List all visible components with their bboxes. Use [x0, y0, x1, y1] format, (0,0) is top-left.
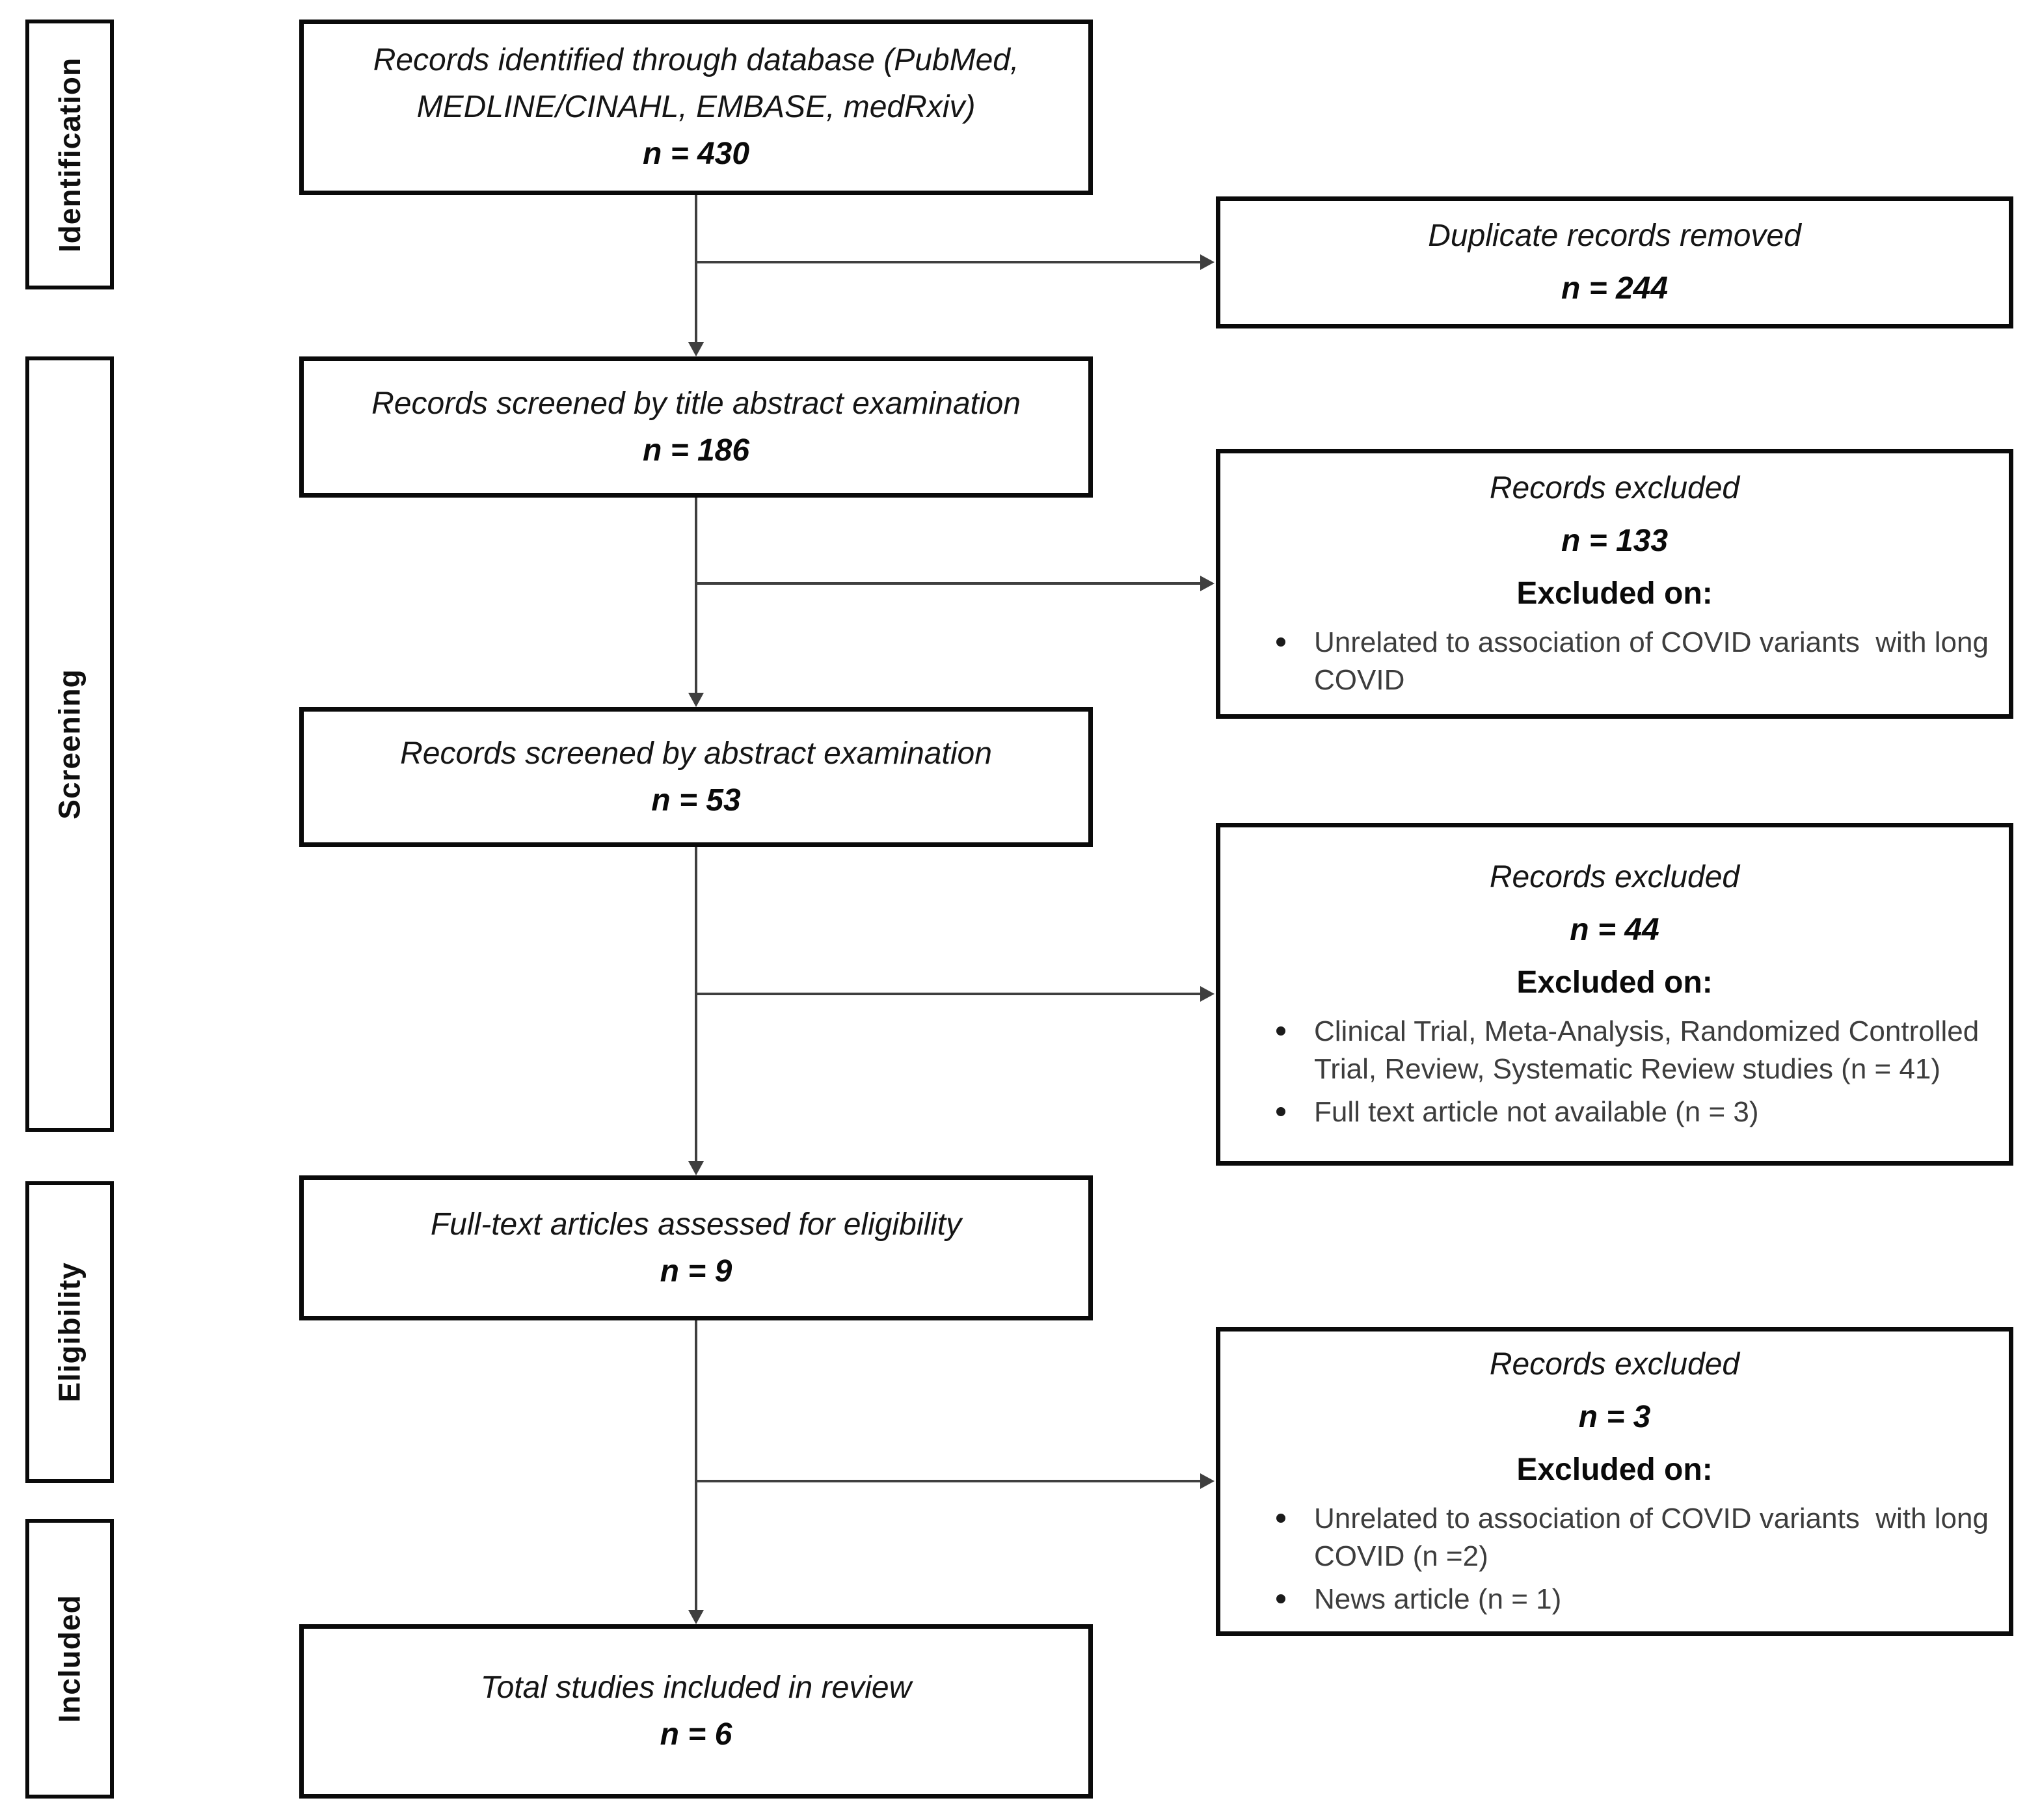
- box-excluded-3-title: Records excluded: [1489, 1347, 1740, 1382]
- stage-box-identification: Identification: [25, 20, 114, 289]
- box-excluded-44-reasons: Clinical Trial, Meta-Analysis, Randomize…: [1239, 1013, 1991, 1136]
- stage-box-included: Included: [25, 1519, 114, 1799]
- box-excluded-3-n: n = 3: [1578, 1400, 1651, 1435]
- box-duplicates-removed-n: n = 244: [1561, 271, 1669, 306]
- connector-to-duplicates-removed: [696, 261, 1200, 263]
- bullet-icon: [1276, 637, 1285, 647]
- connector-screened-to-abstract: [695, 498, 697, 693]
- box-duplicates-removed: Duplicate records removed n = 244: [1216, 196, 2013, 328]
- box-records-identified: Records identified through database (Pub…: [299, 20, 1093, 195]
- reason-text: News article (n = 1): [1314, 1583, 1562, 1616]
- stage-box-eligibility: Eligibility: [25, 1181, 114, 1483]
- box-screened-title-abstract-n: n = 186: [642, 433, 750, 468]
- reason-text: Unrelated to association of COVID varian…: [1314, 626, 1997, 697]
- connector-abstract-to-fulltext: [695, 847, 697, 1161]
- arrowhead-right-icon: [1200, 254, 1215, 270]
- reason-item: Unrelated to association of COVID varian…: [1239, 624, 1991, 699]
- box-screened-abstract-n: n = 53: [651, 783, 741, 818]
- box-total-included: Total studies included in review n = 6: [299, 1624, 1093, 1799]
- reason-item: News article (n = 1): [1239, 1581, 1991, 1618]
- box-screened-title-abstract-text: Records screened by title abstract exami…: [371, 386, 1021, 421]
- connector-fulltext-to-included: [695, 1320, 697, 1610]
- box-excluded-3: Records excluded n = 3 Excluded on: Unre…: [1216, 1327, 2013, 1636]
- box-excluded-3-excluded-on: Excluded on:: [1516, 1452, 1713, 1487]
- box-fulltext-assessed-n: n = 9: [660, 1253, 732, 1289]
- reason-item: Unrelated to association of COVID varian…: [1239, 1500, 1991, 1575]
- box-screened-abstract-text: Records screened by abstract examination: [400, 736, 992, 771]
- box-screened-title-abstract: Records screened by title abstract exami…: [299, 356, 1093, 498]
- arrowhead-down-icon: [688, 342, 704, 356]
- arrowhead-right-icon: [1200, 986, 1215, 1002]
- box-total-included-n: n = 6: [660, 1717, 732, 1752]
- bullet-icon: [1276, 1514, 1285, 1523]
- box-excluded-133-n: n = 133: [1561, 524, 1669, 559]
- box-fulltext-assessed: Full-text articles assessed for eligibil…: [299, 1175, 1093, 1320]
- arrowhead-down-icon: [688, 1161, 704, 1175]
- stage-label-included: Included: [53, 1594, 87, 1723]
- box-excluded-44-title: Records excluded: [1489, 860, 1740, 895]
- box-excluded-133-excluded-on: Excluded on:: [1516, 576, 1713, 611]
- connector-to-excluded-44: [696, 993, 1200, 995]
- arrowhead-right-icon: [1200, 576, 1215, 591]
- reason-text: Full text article not available (n = 3): [1314, 1096, 1759, 1129]
- reason-text: Clinical Trial, Meta-Analysis, Randomize…: [1314, 1015, 1987, 1086]
- box-excluded-133: Records excluded n = 133 Excluded on: Un…: [1216, 449, 2013, 719]
- reason-item: Clinical Trial, Meta-Analysis, Randomize…: [1239, 1013, 1991, 1088]
- bullet-icon: [1276, 1594, 1285, 1604]
- box-records-identified-text: Records identified through database (Pub…: [373, 43, 1019, 124]
- arrowhead-right-icon: [1200, 1473, 1215, 1489]
- reason-text: Unrelated to association of COVID varian…: [1314, 1503, 1997, 1573]
- stage-label-eligibility: Eligibility: [53, 1262, 87, 1402]
- box-excluded-44: Records excluded n = 44 Excluded on: Cli…: [1216, 823, 2013, 1166]
- box-screened-abstract: Records screened by abstract examination…: [299, 707, 1093, 847]
- box-total-included-text: Total studies included in review: [480, 1670, 912, 1705]
- box-excluded-3-reasons: Unrelated to association of COVID varian…: [1239, 1500, 1991, 1624]
- stage-label-identification: Identification: [53, 57, 87, 252]
- box-records-identified-n: n = 430: [642, 137, 750, 171]
- stage-label-screening: Screening: [53, 669, 87, 820]
- reason-item: Full text article not available (n = 3): [1239, 1093, 1991, 1131]
- box-excluded-44-n: n = 44: [1570, 913, 1659, 948]
- bullet-icon: [1276, 1107, 1285, 1117]
- connector-identified-to-screened: [695, 195, 697, 342]
- connector-to-excluded-3: [696, 1480, 1200, 1482]
- box-excluded-133-title: Records excluded: [1489, 471, 1740, 506]
- bullet-icon: [1276, 1026, 1285, 1036]
- arrowhead-down-icon: [688, 693, 704, 707]
- box-fulltext-assessed-text: Full-text articles assessed for eligibil…: [430, 1207, 962, 1242]
- stage-box-screening: Screening: [25, 356, 114, 1132]
- box-excluded-44-excluded-on: Excluded on:: [1516, 965, 1713, 1000]
- arrowhead-down-icon: [688, 1610, 704, 1624]
- box-excluded-133-reasons: Unrelated to association of COVID varian…: [1239, 624, 1991, 704]
- box-duplicates-removed-title: Duplicate records removed: [1428, 218, 1801, 253]
- connector-to-excluded-133: [696, 582, 1200, 585]
